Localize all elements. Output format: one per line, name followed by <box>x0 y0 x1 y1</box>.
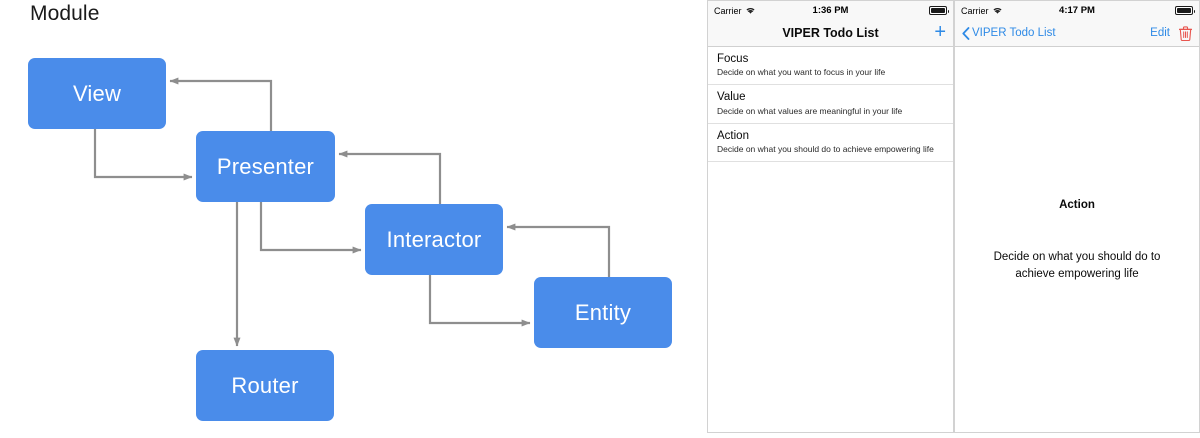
status-left-detail: Carrier <box>961 6 1003 16</box>
status-right-list <box>929 6 949 15</box>
edit-button[interactable]: Edit <box>1150 27 1170 39</box>
battery-icon <box>929 6 949 15</box>
chevron-left-icon <box>962 26 970 40</box>
status-bar-detail: Carrier 4:17 PM <box>955 1 1199 20</box>
todo-detail-body: Action Decide on what you should do to a… <box>955 47 1199 282</box>
edge-view-to-presenter <box>93 129 193 181</box>
wifi-icon <box>992 8 1002 14</box>
todo-list: Focus Decide on what you want to focus i… <box>708 47 953 163</box>
diagram-node-interactor[interactable]: Interactor <box>365 204 503 275</box>
carrier-label: Carrier <box>961 5 989 16</box>
trash-icon <box>1179 25 1192 41</box>
diagram-node-entity[interactable]: Entity <box>534 277 672 348</box>
todo-detail-description: Decide on what you should do to achieve … <box>993 251 1161 280</box>
diagram-node-view-label: View <box>72 80 122 106</box>
diagram-node-entity-label: Entity <box>574 299 632 325</box>
diagram-node-router-label: Router <box>231 372 299 398</box>
todo-detail-title: Action <box>1059 199 1095 211</box>
back-button[interactable]: VIPER Todo List <box>962 26 1056 40</box>
list-item[interactable]: Focus Decide on what you want to focus i… <box>708 47 953 86</box>
diagram-node-presenter-label: Presenter <box>216 153 315 179</box>
diagram-node-view[interactable]: View <box>28 58 166 129</box>
nav-right-list: + <box>934 22 946 44</box>
list-item-title: Action <box>717 129 749 142</box>
viper-module-diagram: Module View Presenter In <box>28 2 672 421</box>
add-todo-button[interactable]: + <box>934 21 946 43</box>
list-item-subtitle: Decide on what you want to focus in your… <box>717 67 886 78</box>
list-item[interactable]: Action Decide on what you should do to a… <box>708 123 953 163</box>
diagram-node-router[interactable]: Router <box>196 350 334 421</box>
edge-presenter-to-interactor <box>259 202 362 254</box>
edge-interactor-to-entity <box>428 275 531 327</box>
device-screenshot-list: Carrier 1:36 PM VIPER Todo List + Focus … <box>707 0 954 433</box>
battery-fill <box>931 8 945 13</box>
diagram-node-interactor-label: Interactor <box>386 226 482 252</box>
back-button-label: VIPER Todo List <box>972 27 1056 39</box>
battery-fill <box>1177 8 1191 13</box>
wifi-icon <box>745 8 755 14</box>
status-bar-list: Carrier 1:36 PM <box>708 1 953 20</box>
list-item-subtitle: Decide on what you should do to achieve … <box>717 144 934 155</box>
battery-icon <box>1175 6 1195 15</box>
diagram-node-presenter[interactable]: Presenter <box>196 131 335 202</box>
edge-presenter-to-view <box>169 77 273 131</box>
list-item-title: Focus <box>717 53 749 65</box>
list-item-subtitle: Decide on what values are meaningful in … <box>717 105 903 116</box>
nav-bar-list: VIPER Todo List + <box>708 20 953 47</box>
edge-interactor-to-presenter <box>338 150 442 204</box>
nav-title-list: VIPER Todo List <box>782 26 879 40</box>
list-item[interactable]: Value Decide on what values are meaningf… <box>708 85 953 124</box>
page-title: Module <box>30 2 100 25</box>
list-item-title: Value <box>717 91 746 104</box>
nav-right-detail: Edit <box>1150 25 1192 41</box>
status-right-detail <box>1175 6 1195 15</box>
edge-entity-to-interactor <box>506 223 611 277</box>
carrier-label: Carrier <box>714 5 742 16</box>
device-screenshot-detail: Carrier 4:17 PM VIPER Todo List Edit <box>954 0 1200 433</box>
status-left-list: Carrier <box>714 6 756 16</box>
nav-bar-detail: VIPER Todo List Edit <box>955 20 1199 47</box>
delete-button[interactable] <box>1179 25 1192 41</box>
